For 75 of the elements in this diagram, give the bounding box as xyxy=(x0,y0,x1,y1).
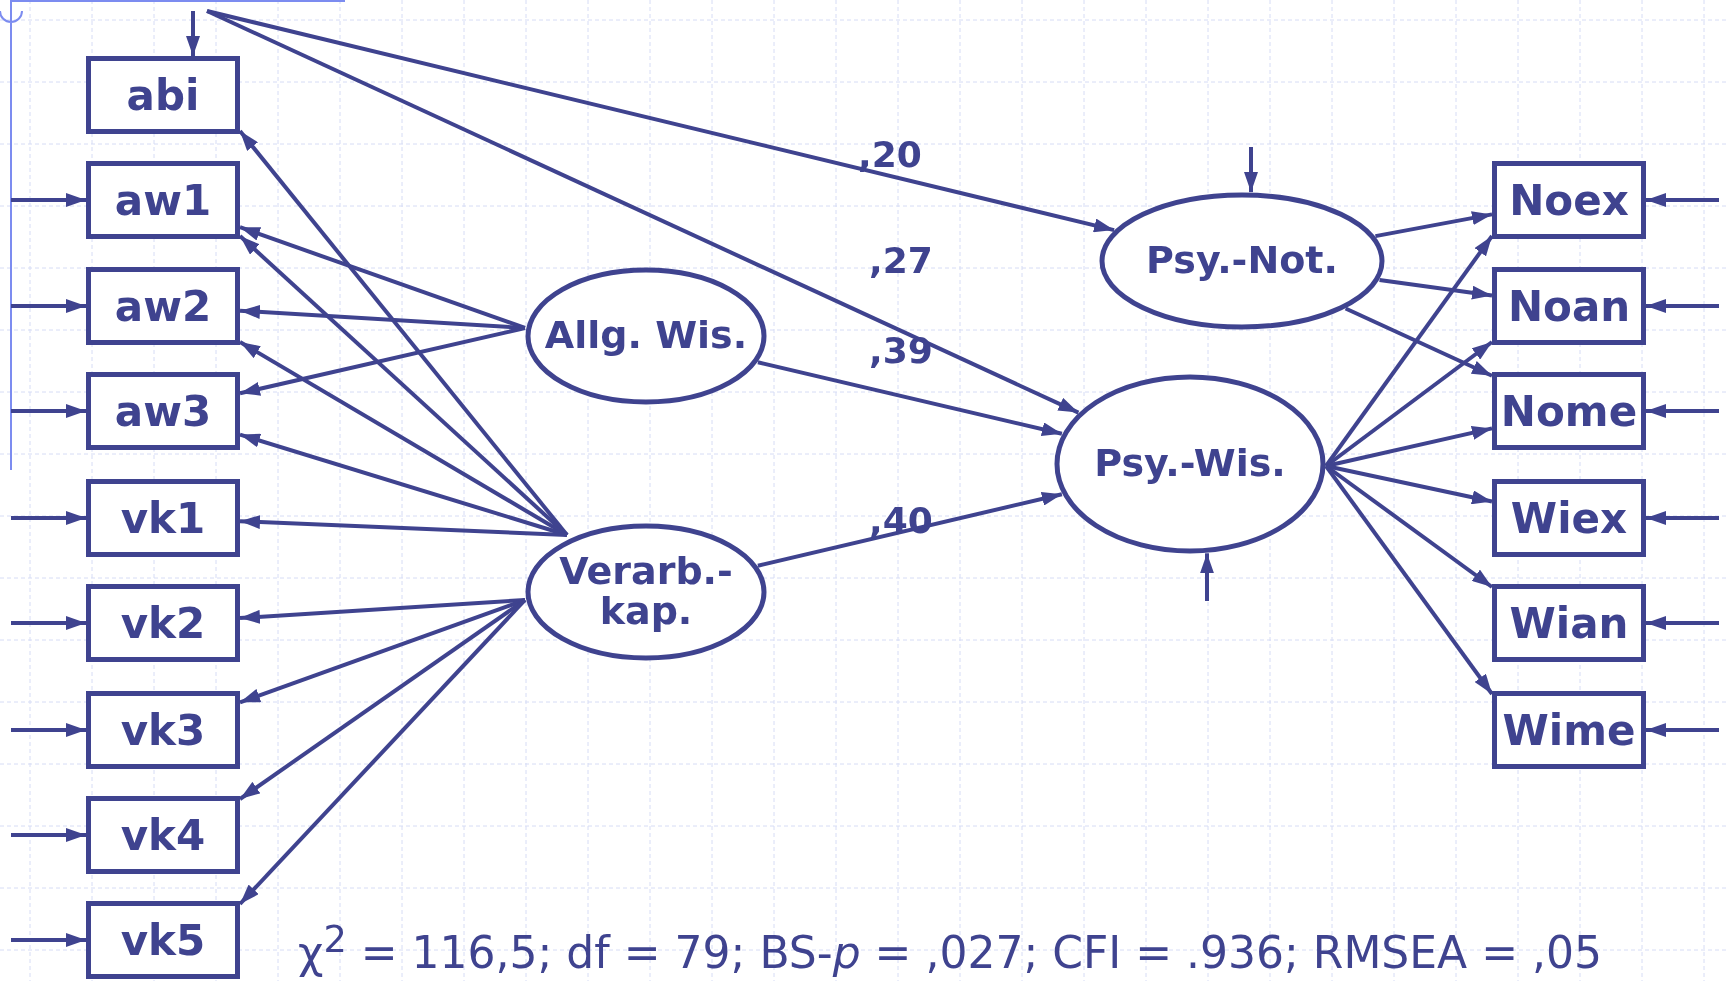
observed-variable-box xyxy=(1492,584,1646,662)
error-term-arrow xyxy=(1200,553,1214,601)
error-term-arrow xyxy=(11,193,86,207)
variable-label: vk4 xyxy=(120,810,206,860)
error-term-arrow xyxy=(11,511,86,525)
latent-variable-ellipse xyxy=(1054,374,1326,554)
path-arrow xyxy=(1379,277,1493,300)
variable-label: vk5 xyxy=(120,915,206,965)
variable-label: Noex xyxy=(1509,175,1629,225)
variable-label: Verarb.-kap. xyxy=(558,552,734,632)
variable-label: aw2 xyxy=(114,281,212,331)
variable-label: abi xyxy=(126,70,200,120)
path-arrow xyxy=(757,360,1063,437)
edge-label: ,27 xyxy=(869,239,933,281)
path-arrow xyxy=(238,129,569,537)
path-arrow xyxy=(239,340,568,537)
path-arrow xyxy=(239,515,568,537)
variable-label: Noan xyxy=(1507,281,1631,331)
error-term-arrow xyxy=(1646,299,1719,313)
observed-variable-box xyxy=(86,584,240,662)
observed-variable-box xyxy=(1492,691,1646,769)
variable-label: Allg. Wis. xyxy=(544,316,748,356)
error-term-arrow xyxy=(1646,723,1719,737)
path-arrow xyxy=(239,225,526,330)
variable-label: aw1 xyxy=(114,175,212,225)
error-term-arrow xyxy=(11,723,86,737)
path-arrow xyxy=(238,598,527,906)
latent-variable-ellipse xyxy=(525,523,767,661)
error-term-arrow xyxy=(186,11,200,56)
path-arrow xyxy=(239,598,526,705)
observed-variable-box xyxy=(86,161,240,239)
error-term-arrow xyxy=(1646,616,1719,630)
latent-variable-ellipse xyxy=(1099,192,1385,330)
path-arrow xyxy=(239,326,526,396)
variable-label: Psy.-Wis. xyxy=(1094,444,1286,484)
error-term-arrow xyxy=(206,9,1115,233)
fit-statistics-text: χ$^{2}$ = 116,5; df = 79; BS-p = ,027; CFI = .936; RMSEA = ,05 xyxy=(298,918,1602,978)
variable-label: Psy.-Not. xyxy=(1146,241,1338,281)
error-term-arrow xyxy=(206,9,1080,415)
error-term-arrow xyxy=(1646,404,1719,418)
observed-variable-box xyxy=(1492,479,1646,557)
error-term-arrow xyxy=(1646,511,1719,525)
path-arrow xyxy=(1344,306,1493,378)
path-arrow xyxy=(238,598,527,801)
edge-label: ,20 xyxy=(858,133,922,175)
error-term-arrow xyxy=(1646,193,1719,207)
observed-variable-box xyxy=(86,901,240,979)
error-term-arrow xyxy=(11,616,86,630)
observed-variable-box xyxy=(86,796,240,874)
error-term-arrow xyxy=(11,933,86,947)
observed-variable-box xyxy=(1492,267,1646,345)
observed-variable-box xyxy=(86,372,240,450)
error-term-arrow xyxy=(11,299,86,313)
variable-label: Nome xyxy=(1500,386,1638,436)
error-term-arrow xyxy=(11,828,86,842)
variable-label: vk2 xyxy=(120,598,206,648)
variable-label: Wiex xyxy=(1510,493,1628,543)
variable-label: Wime xyxy=(1502,705,1636,755)
variable-label: vk3 xyxy=(120,705,206,755)
error-term-arrow xyxy=(11,404,86,418)
path-arrow xyxy=(1375,211,1493,239)
error-term-arrow xyxy=(1244,147,1258,193)
observed-variable-box xyxy=(86,267,240,345)
variable-label: aw3 xyxy=(114,386,212,436)
path-arrow xyxy=(239,598,526,624)
variable-label: Wian xyxy=(1509,598,1629,648)
observed-variable-box xyxy=(86,479,240,557)
observed-variable-box xyxy=(1492,161,1646,239)
observed-variable-box xyxy=(86,691,240,769)
variable-label: vk1 xyxy=(120,493,206,543)
path-arrow xyxy=(239,304,526,330)
path-arrow xyxy=(757,491,1063,568)
latent-variable-ellipse xyxy=(525,267,767,405)
observed-variable-box xyxy=(1492,372,1646,450)
observed-variable-box xyxy=(86,56,240,134)
